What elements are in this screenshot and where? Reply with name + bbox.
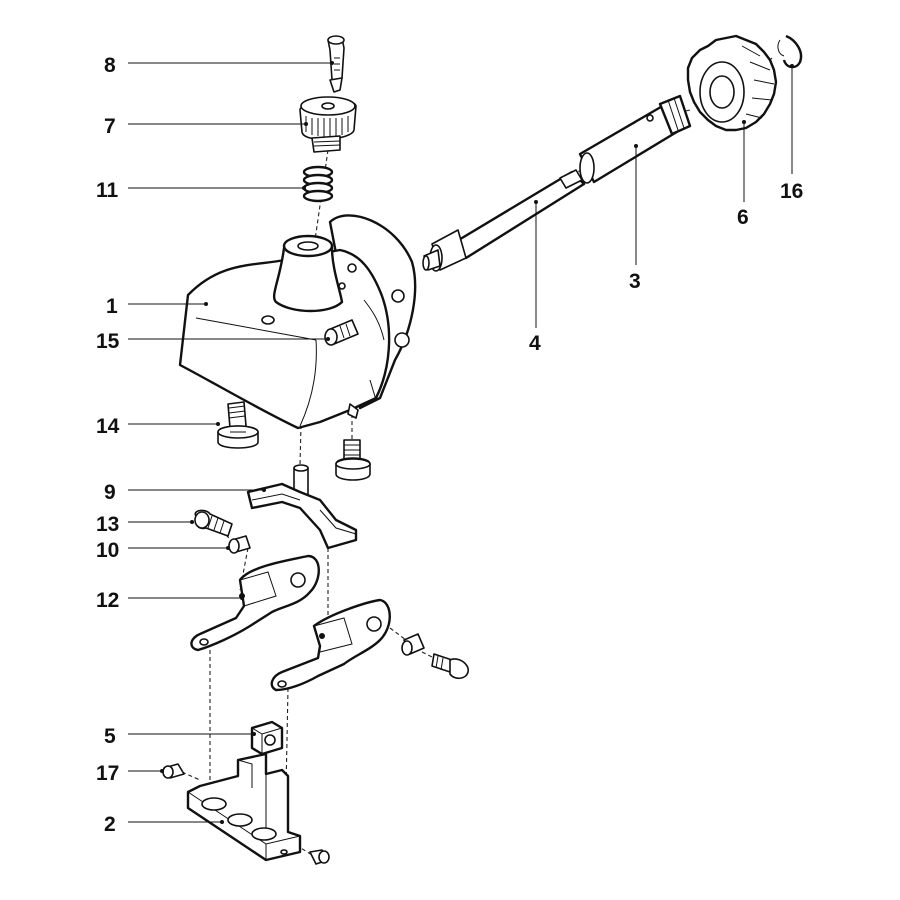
callout-15-label: 15 (96, 330, 120, 353)
callout-13-label: 13 (96, 513, 119, 536)
callout-16-label: 16 (780, 180, 803, 203)
part-5-block (250, 720, 284, 756)
callout-10-label: 10 (96, 539, 119, 562)
callout-6-label: 6 (737, 206, 749, 229)
part-14-screw (217, 401, 259, 449)
callout-3-label: 3 (629, 270, 641, 293)
part-1-housing (178, 214, 417, 430)
part-6-gear (686, 34, 778, 132)
callout-1-label: 1 (106, 295, 118, 318)
callouts: 8 7 11 1 15 14 9 13 10 12 (96, 54, 803, 836)
part-screw-lower (335, 439, 371, 481)
part-2-base-plate (186, 752, 302, 862)
part-16-clip (777, 34, 803, 69)
callout-7-label: 7 (104, 115, 116, 138)
callout-17-label: 17 (96, 762, 119, 785)
part-11-spring (302, 165, 334, 203)
part-screw-right (431, 653, 469, 680)
part-7-knurled-cap (299, 96, 357, 153)
part-8-screw (327, 35, 345, 93)
part-screw-base (309, 849, 330, 865)
part-9-bracket (246, 464, 358, 550)
callout-14-label: 14 (96, 415, 120, 438)
part-12-lever-right (270, 598, 391, 692)
callout-12-label: 12 (96, 589, 119, 612)
part-10-bushing (228, 535, 251, 554)
callout-8-label: 8 (104, 54, 116, 77)
part-bushing-right (401, 633, 425, 656)
part-3-sleeve (578, 94, 692, 184)
part-13-screw (194, 509, 233, 537)
callout-11-label: 11 (96, 179, 119, 202)
callout-4-label: 4 (529, 332, 541, 355)
part-17-screw (162, 763, 185, 779)
part-4-shaft (422, 169, 586, 272)
callout-2-label: 2 (104, 813, 116, 836)
callout-9-label: 9 (104, 481, 116, 504)
part-12-lever-left (190, 554, 320, 652)
callout-5-label: 5 (104, 725, 116, 748)
